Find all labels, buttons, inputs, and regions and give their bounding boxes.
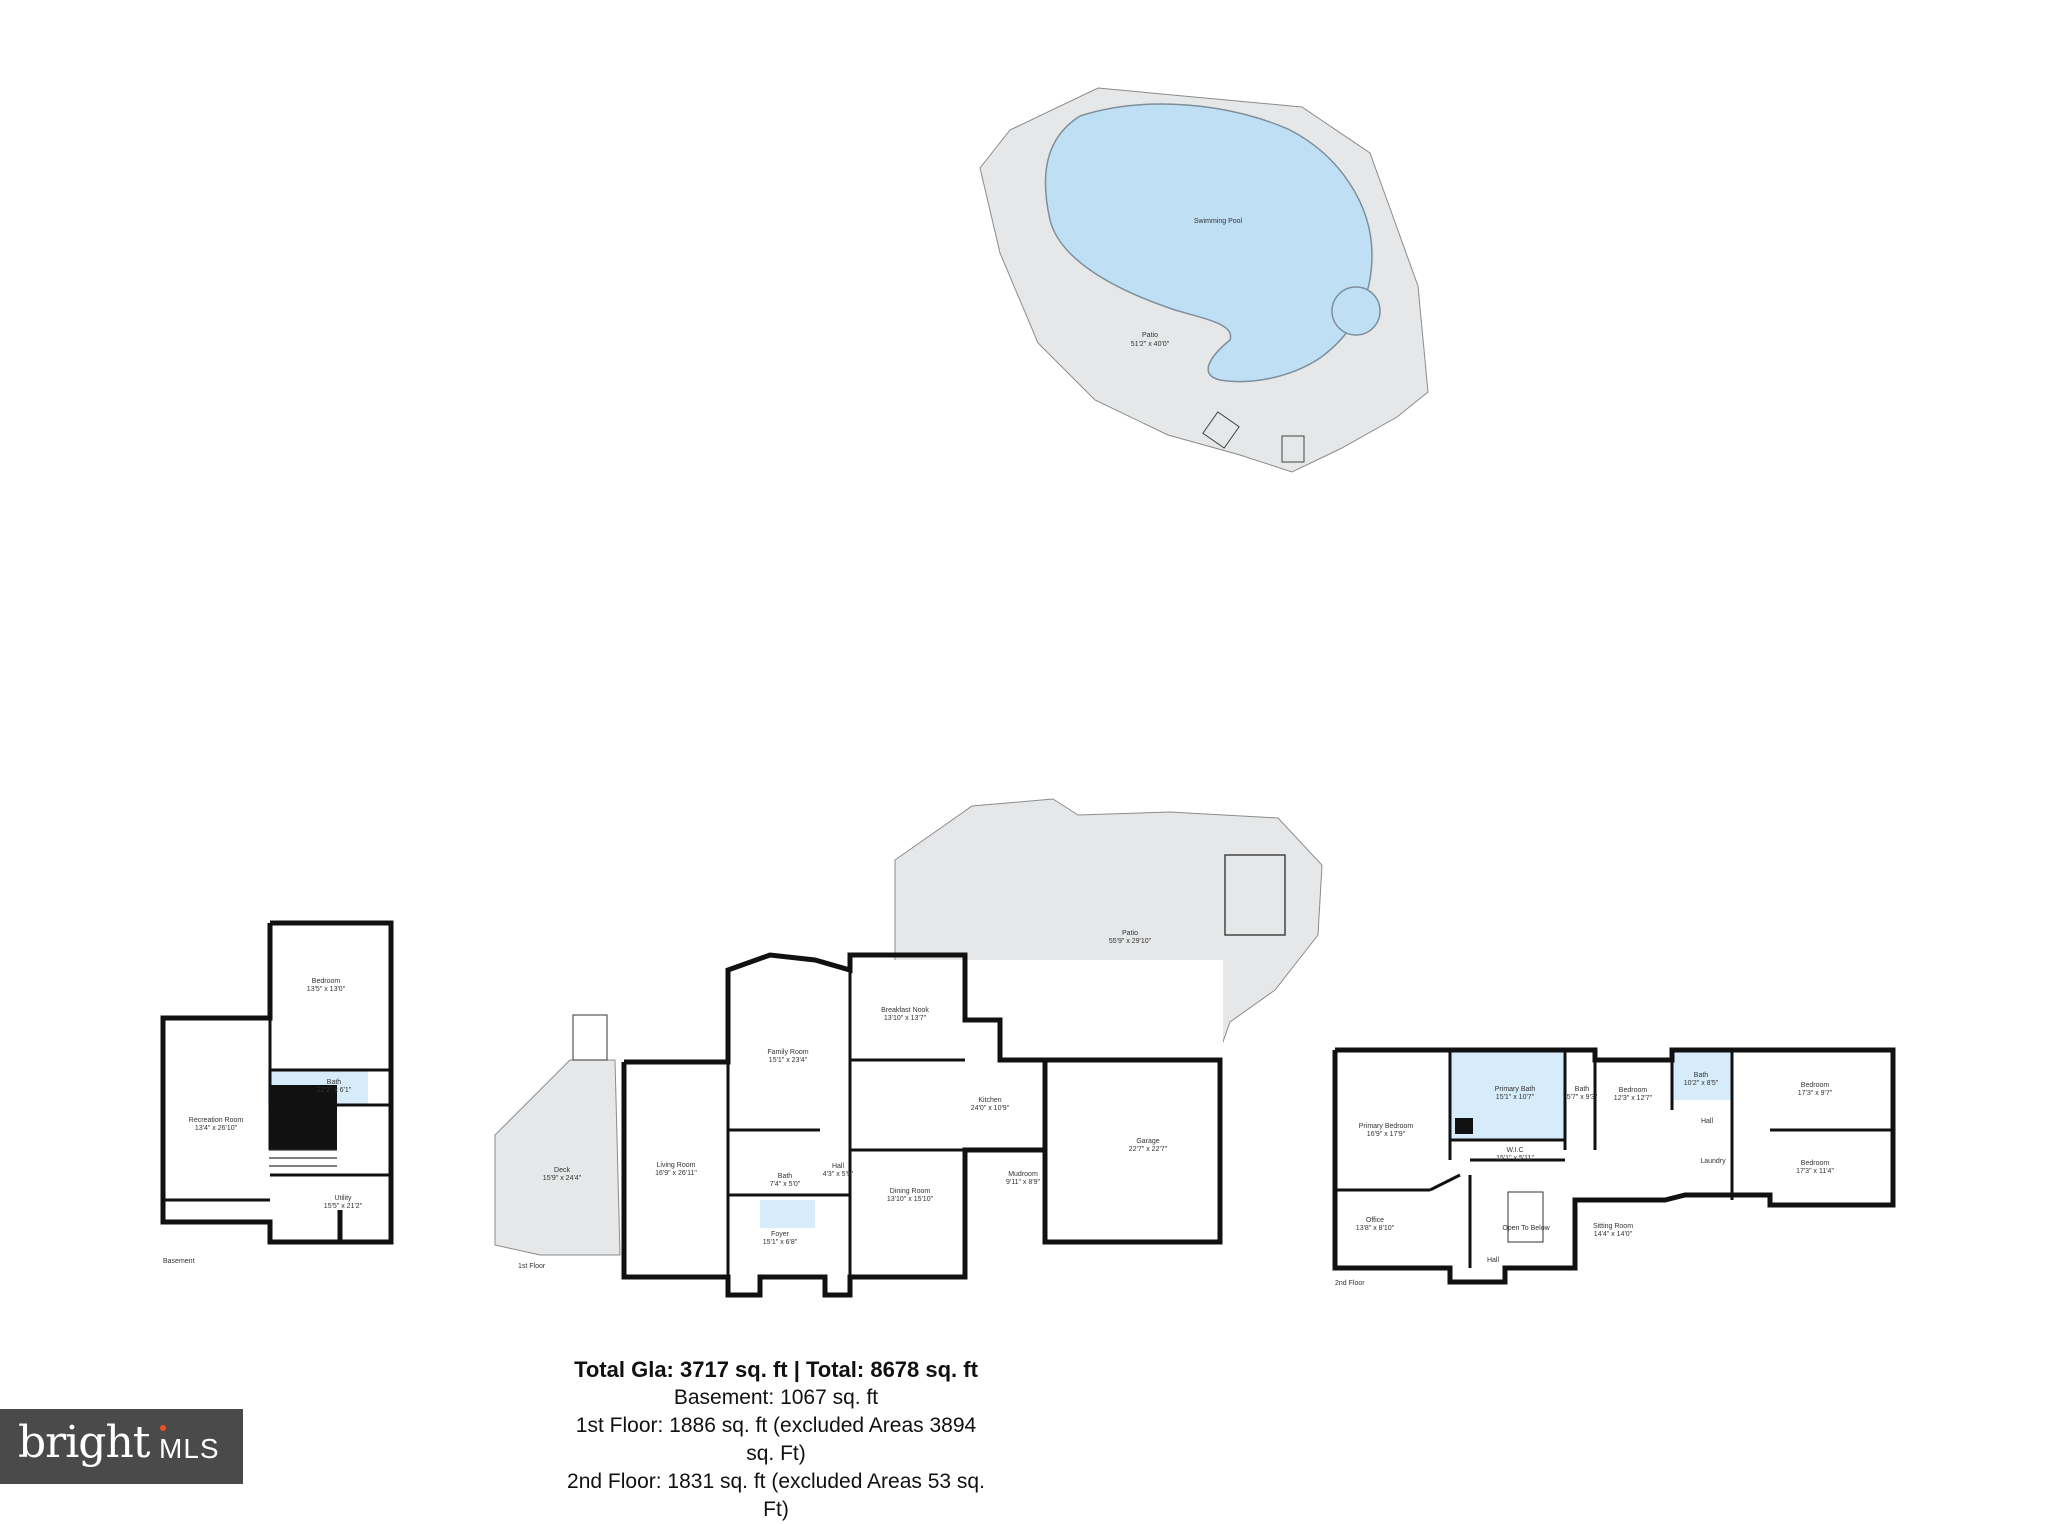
bsmt-rec-label: Recreation Room xyxy=(189,1117,244,1124)
logo-dot-icon xyxy=(160,1425,166,1431)
sf-bedroom3-dims: 17'3" x 11'4" xyxy=(1796,1168,1834,1175)
floor-plan-diagram: Swimming Pool Patio 51'2" x 40'0" Bedroo… xyxy=(160,87,1896,1298)
deck-stairs xyxy=(572,1014,608,1061)
patio-chair-1 xyxy=(1202,411,1240,449)
sf-bedroom1-dims: 12'3" x 12'7" xyxy=(1614,1095,1653,1102)
ff-garage-label: Garage xyxy=(1136,1138,1159,1145)
ff-dining-label: Dining Room xyxy=(890,1188,931,1195)
sf-office-dims: 13'8" x 8'10" xyxy=(1356,1225,1395,1232)
sf-bath2-label: Bath xyxy=(1575,1086,1590,1093)
patio-dims: 51'2" x 40'0" xyxy=(1131,341,1170,348)
outdoor-area: Swimming Pool Patio 51'2" x 40'0" xyxy=(979,87,1429,473)
ff-dining-dims: 13'10" x 15'10" xyxy=(887,1196,934,1203)
basement-plan: Bedroom 13'5" x 13'0" Bath 12'2" x 6'1" … xyxy=(160,918,394,1265)
sf-wic-label: W.I.C xyxy=(1506,1147,1523,1154)
sf-bedroom1-label: Bedroom xyxy=(1619,1087,1648,1094)
ff-deck-dims: 15'9" x 24'4" xyxy=(543,1175,582,1182)
ff-living-label: Living Room xyxy=(657,1162,696,1169)
basement-area-line: Basement: 1067 sq. ft xyxy=(673,1386,879,1409)
ff-bath-label: Bath xyxy=(778,1173,793,1180)
first-floor-label: 1st Floor xyxy=(518,1263,546,1270)
sf-bedroom2-dims: 17'3" x 9'7" xyxy=(1798,1090,1833,1097)
sf-hall1-label: Hall xyxy=(1701,1118,1714,1125)
logo-suffix-text: MLS xyxy=(159,1433,220,1464)
ff-bath-dims: 7'4" x 5'0" xyxy=(770,1181,801,1188)
ff-foyer-dims: 15'1" x 6'8" xyxy=(763,1239,798,1246)
sf-laundry-label: Laundry xyxy=(1700,1158,1726,1165)
bsmt-rec-dims: 13'4" x 26'10" xyxy=(195,1125,238,1132)
sf-bath2-dims: 5'7" x 9'3" xyxy=(1567,1094,1598,1101)
spa-shape xyxy=(1331,286,1381,336)
basement-floor-label: Basement xyxy=(163,1258,195,1265)
second-floor-plan: Primary Bedroom 16'9" x 17'9" Primary Ba… xyxy=(1332,1047,1896,1287)
sf-sitting-dims: 14'4" x 14'0" xyxy=(1594,1231,1633,1238)
bsmt-bedroom-dims: 13'5" x 13'0" xyxy=(307,986,346,993)
ff-living-dims: 16'9" x 26'11" xyxy=(655,1170,697,1177)
first-floor-area-line: 1st Floor: 1886 sq. ft (excluded Areas 3… xyxy=(575,1414,977,1465)
sf-open-below-label: Open To Below xyxy=(1502,1225,1550,1232)
ff-nook-label: Breakfast Nook xyxy=(881,1007,929,1014)
area-summary: Total Gla: 3717 sq. ft | Total: 8678 sq.… xyxy=(566,1356,986,1524)
sf-primary-bath-label: Primary Bath xyxy=(1495,1086,1536,1093)
bright-mls-logo: bright MLS xyxy=(0,1409,243,1484)
pool-label: Swimming Pool xyxy=(1194,218,1243,225)
ff-kitchen-dims: 24'0" x 10'9" xyxy=(971,1105,1010,1112)
bsmt-bath-label: Bath xyxy=(327,1079,342,1086)
first-floor-plan: Deck 15'9" x 24'4" Living Room 16'9" x 2… xyxy=(494,798,1323,1298)
bsmt-bath-dims: 12'2" x 6'1" xyxy=(317,1087,352,1094)
patio-chair-2 xyxy=(1281,435,1305,463)
sf-primary-bed-label: Primary Bedroom xyxy=(1359,1123,1414,1130)
sf-sitting-label: Sitting Room xyxy=(1593,1223,1633,1230)
ff-mudroom-dims: 9'11" x 8'9" xyxy=(1006,1179,1040,1186)
sf-primary-bath-dims: 15'1" x 10'7" xyxy=(1496,1094,1535,1101)
sf-office-label: Office xyxy=(1366,1217,1384,1224)
ff-deck-label: Deck xyxy=(554,1167,570,1174)
ff-hall-dims: 4'3" x 5'9" xyxy=(823,1171,854,1178)
sf-bath3-dims: 10'2" x 8'5" xyxy=(1684,1080,1719,1087)
ff-kitchen-label: Kitchen xyxy=(978,1097,1001,1104)
basement-stairs-dark xyxy=(269,1085,337,1150)
sf-wic-dims: 15'1" x 5'11" xyxy=(1496,1155,1534,1162)
ff-patio-dims: 55'9" x 29'10" xyxy=(1109,938,1152,945)
second-floor-label: 2nd Floor xyxy=(1335,1280,1365,1287)
sf-bedroom2-label: Bedroom xyxy=(1801,1082,1830,1089)
patio-label: Patio xyxy=(1142,332,1158,339)
second-floor-area-line: 2nd Floor: 1831 sq. ft (excluded Areas 5… xyxy=(567,1470,985,1521)
logo-brand-text: bright xyxy=(18,1417,150,1468)
total-area-line: Total Gla: 3717 sq. ft | Total: 8678 sq.… xyxy=(574,1357,978,1382)
swimming-pool-shape xyxy=(1044,103,1373,383)
deck-area xyxy=(494,1059,621,1256)
ff-mudroom-label: Mudroom xyxy=(1008,1171,1038,1178)
outdoor-kitchen-outline xyxy=(1224,854,1286,936)
ff-hall-label: Hall xyxy=(832,1163,845,1170)
ff-foyer-label: Foyer xyxy=(771,1231,790,1238)
ff-nook-dims: 13'10" x 13'7" xyxy=(884,1015,927,1022)
sf-bath3-label: Bath xyxy=(1694,1072,1709,1079)
ff-family-label: Family Room xyxy=(767,1049,808,1056)
ff-patio-label: Patio xyxy=(1122,930,1138,937)
bsmt-utility-dims: 15'5" x 21'2" xyxy=(324,1203,363,1210)
bsmt-bedroom-label: Bedroom xyxy=(312,978,341,985)
sf-hall2-label: Hall xyxy=(1487,1257,1500,1264)
ff-family-dims: 15'1" x 23'4" xyxy=(769,1057,808,1064)
sf-primary-bed-dims: 16'9" x 17'9" xyxy=(1367,1131,1406,1138)
sf-bedroom3-label: Bedroom xyxy=(1801,1160,1830,1167)
bsmt-utility-label: Utility xyxy=(334,1195,352,1202)
ff-garage-dims: 22'7" x 22'7" xyxy=(1129,1146,1168,1153)
